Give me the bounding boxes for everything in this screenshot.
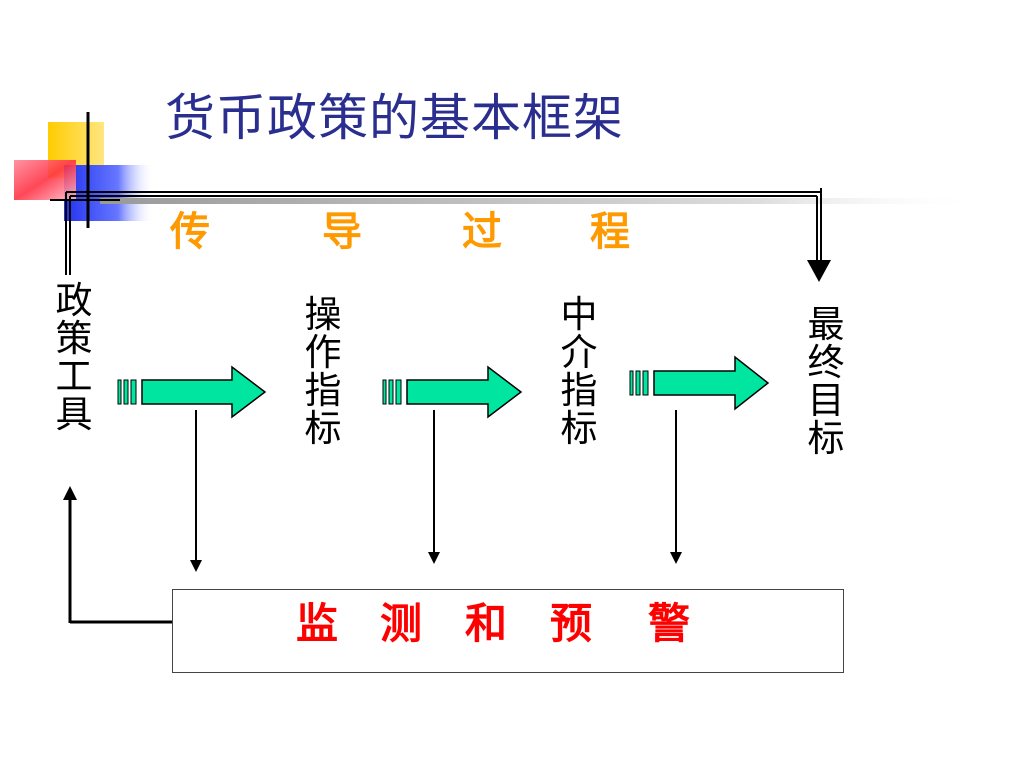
node-final-goals: 最终目标 [807, 303, 845, 460]
process-char-1: 传 [170, 208, 210, 255]
arrow-tools-to-operating-icon [117, 365, 267, 419]
arrow-operating-to-intermediate-icon [382, 365, 523, 419]
monitor-char-4: 预 [550, 599, 593, 648]
down-arrow-2-icon [428, 410, 440, 564]
deco-rule [100, 198, 980, 204]
monitor-box [172, 589, 844, 673]
process-char-3: 过 [462, 208, 502, 255]
monitor-char-2: 测 [380, 599, 423, 648]
monitor-char-3: 和 [465, 599, 508, 648]
node-intermediate-targets: 中介指标 [560, 293, 598, 450]
process-char-2: 导 [322, 208, 362, 255]
arrow-intermediate-to-final-icon [629, 355, 770, 411]
node-policy-tools: 政策工具 [55, 279, 93, 436]
top-connector [65, 188, 831, 282]
final-goals-arrowhead-icon [807, 260, 831, 282]
feedback-arrow-icon [63, 486, 172, 624]
node-operating-targets: 操作指标 [304, 293, 342, 450]
monitor-char-1: 监 [296, 599, 339, 648]
down-arrow-1-icon [190, 410, 202, 572]
monitor-char-5: 警 [648, 599, 691, 648]
process-char-4: 程 [590, 208, 630, 255]
page-title: 货币政策的基本框架 [165, 89, 624, 147]
down-arrow-3-icon [670, 410, 682, 564]
